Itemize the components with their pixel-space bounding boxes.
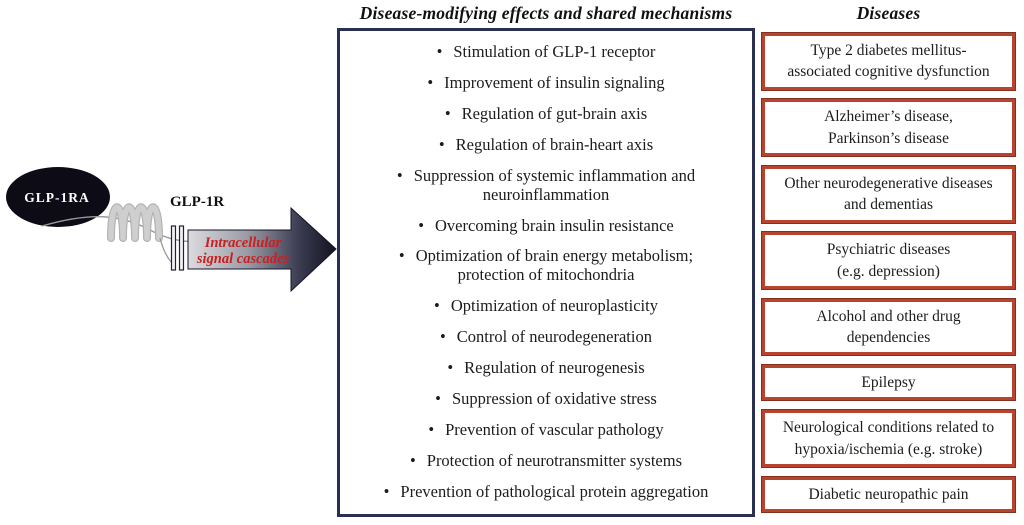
mechanism-item: Suppression of systemic inflammation and… [346, 166, 746, 205]
disease-box: Psychiatric diseases (e.g. depression) [762, 232, 1015, 290]
mechanism-item: Optimization of neuroplasticity [346, 296, 746, 316]
disease-list: Type 2 diabetes mellitus- associated cog… [762, 33, 1015, 512]
glp1r-label: GLP-1R [170, 194, 224, 210]
disease-box: Type 2 diabetes mellitus- associated cog… [762, 33, 1015, 90]
cascade-label-line2: signal cascades [196, 251, 290, 267]
mechanism-item: Regulation of gut-brain axis [346, 104, 746, 124]
glp1ra-label: GLP-1RA [24, 190, 90, 205]
mechanisms-box: Stimulation of GLP-1 receptor Improvemen… [337, 28, 755, 517]
cascade-label-line1: Intracellular [204, 235, 282, 251]
disease-box: Epilepsy [762, 365, 1015, 401]
mechanism-item: Regulation of neurogenesis [346, 358, 746, 378]
mechanism-item: Overcoming brain insulin resistance [346, 216, 746, 236]
disease-box: Alcohol and other drug dependencies [762, 298, 1015, 356]
receptor-helices-icon [108, 204, 162, 241]
mechanism-item: Regulation of brain-heart axis [346, 135, 746, 155]
receptor-tail-icon [159, 237, 172, 263]
cascade-bar-icon [170, 225, 177, 271]
mechanism-item: Prevention of vascular pathology [346, 420, 746, 440]
mechanism-list: Stimulation of GLP-1 receptor Improvemen… [340, 31, 752, 514]
mechanism-item: Control of neurodegeneration [346, 327, 746, 347]
mechanism-item: Improvement of insulin signaling [346, 73, 746, 93]
glp1-signaling-diagram: GLP-1RA GLP-1R Intracellular signal casc… [6, 167, 337, 293]
mechanism-item: Prevention of pathological protein aggre… [346, 482, 746, 502]
mechanism-item: Suppression of oxidative stress [346, 389, 746, 409]
signal-cascade-arrow-icon [187, 206, 337, 293]
disease-box: Diabetic neuropathic pain [762, 476, 1015, 512]
disease-box: Alzheimer’s disease, Parkinson’s disease [762, 99, 1015, 157]
mechanism-item: Stimulation of GLP-1 receptor [346, 42, 746, 62]
cascade-bar-icon [178, 225, 185, 271]
mechanism-item: Optimization of brain energy metabolism;… [346, 246, 746, 285]
disease-box: Other neurodegenerative diseases and dem… [762, 165, 1015, 223]
glp1ra-ligand-icon [6, 167, 110, 227]
mechanisms-title: Disease-modifying effects and shared mec… [359, 3, 733, 23]
disease-box: Neurological conditions related to hypox… [762, 410, 1015, 467]
mechanism-item: Protection of neurotransmitter systems [346, 451, 746, 471]
diseases-title: Diseases [856, 3, 921, 23]
